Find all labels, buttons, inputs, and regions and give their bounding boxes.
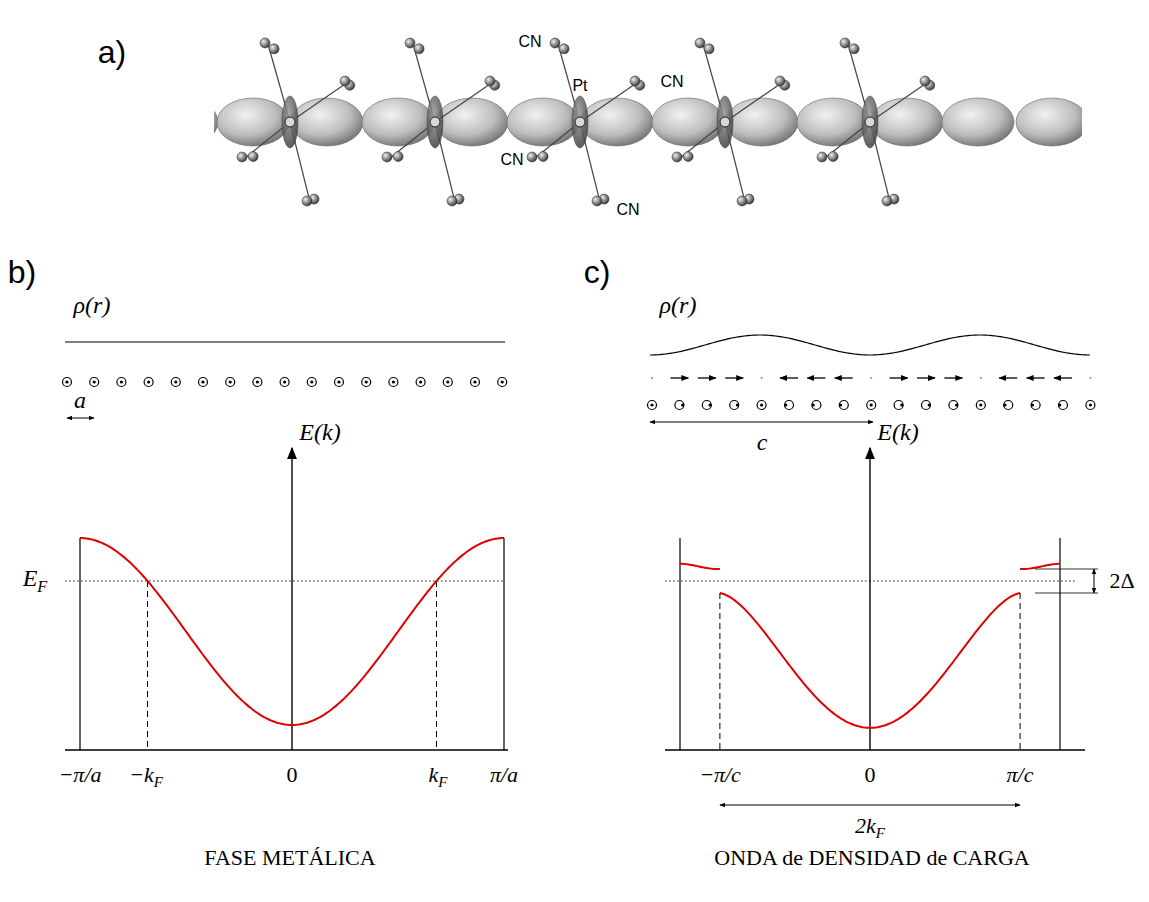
pt-complex (237, 38, 355, 206)
tick-label: kF (429, 764, 448, 786)
orbital-lobe (507, 98, 579, 146)
axis-label: EF (23, 566, 48, 590)
pt-complex (382, 38, 500, 206)
pt-complex (527, 38, 645, 206)
axis-label: ρ(r) (660, 293, 697, 317)
band-plot-cdw (648, 335, 1099, 805)
panel-caption: FASE METÁLICA (204, 847, 375, 869)
gap-label: 2Δ (1109, 570, 1134, 592)
orbital-lobe (871, 98, 943, 146)
panel-caption: ONDA de DENSIDAD de CARGA (714, 847, 1029, 869)
orbital-lobe (436, 98, 508, 146)
tick-label: π/c (1007, 764, 1034, 786)
ligand-label: CN (660, 74, 683, 90)
dimension-label: a (74, 388, 86, 412)
tick-label: 0 (865, 764, 876, 786)
tick-label: −π/c (699, 764, 741, 786)
axis-label: E(k) (299, 420, 340, 444)
dimension-label: 2kF (855, 815, 885, 837)
ligand-label: CN (518, 34, 541, 50)
orbital-lobe (652, 98, 724, 146)
orbital-lobe (581, 98, 653, 146)
tick-label: π/a (490, 764, 518, 786)
axis-label: E(k) (877, 420, 918, 444)
orbital-lobe (726, 98, 798, 146)
ligand-label: CN (616, 202, 639, 218)
orbital-lobe (797, 98, 869, 146)
orbital-lobe (217, 98, 289, 146)
orbital-lobe (1016, 98, 1082, 146)
pt-complex (817, 38, 935, 206)
ligand-label: CN (500, 152, 523, 168)
panel-letter: b) (8, 256, 36, 288)
panel-letter: c) (584, 256, 611, 288)
dimension-label: c (757, 430, 768, 454)
tick-label: −kF (129, 764, 163, 786)
panel-letter: a) (98, 36, 126, 68)
band-plot-metal (63, 342, 509, 750)
pt-complex (672, 38, 790, 206)
axis-label: ρ(r) (74, 293, 111, 317)
orbital-lobe (942, 98, 1014, 146)
orbital-lobe (362, 98, 434, 146)
orbital-lobe (291, 98, 363, 146)
tick-label: −π/a (59, 764, 102, 786)
pt-chain (72, 38, 1088, 206)
atom-label: Pt (572, 78, 587, 94)
tick-label: 0 (287, 764, 298, 786)
